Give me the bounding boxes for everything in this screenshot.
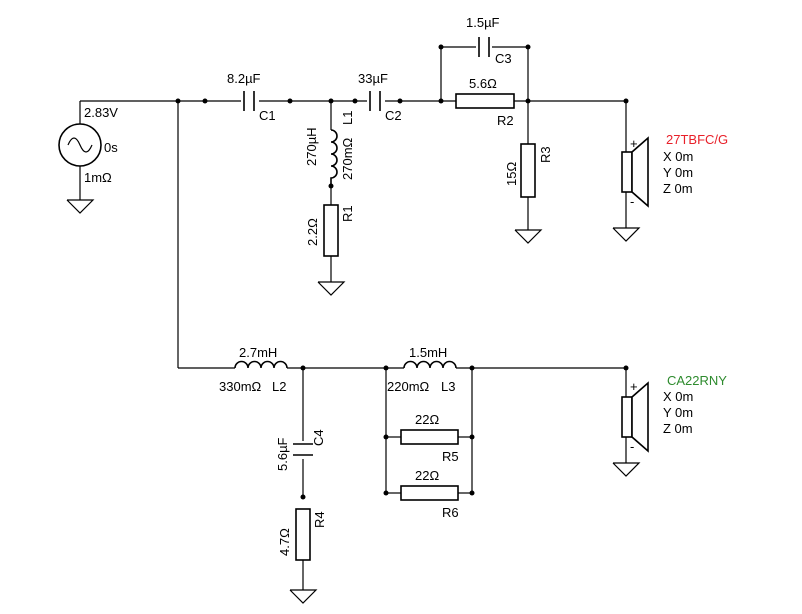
c2-value: 33µF [358,71,388,86]
r4-ref: R4 [312,511,327,528]
resistor-r2[interactable]: 5.6Ω R2 [455,76,515,128]
r1-value: 2.2Ω [305,218,320,246]
source-resistance-label: 1mΩ [84,170,112,185]
resistor-r5[interactable]: 22Ω R5 [400,412,459,464]
ground-icon [612,227,641,242]
ground-icon [612,462,641,477]
inductor-l1[interactable]: 270µH 270mΩ L1 [304,111,355,186]
r6-ref: R6 [442,505,459,520]
c3-value: 1.5µF [466,15,500,30]
inductor-l3[interactable]: 1.5mH 220mΩ L3 [387,345,457,394]
c2-ref: C2 [385,108,402,123]
r6-value: 22Ω [415,468,439,483]
r1-ref: R1 [340,205,355,222]
woofer-z: Z 0m [663,421,693,436]
c1-value: 8.2µF [227,71,261,86]
l3-dcr: 220mΩ [387,379,430,394]
l2-dcr: 330mΩ [219,379,262,394]
l1-value: 270µH [304,127,319,166]
tweeter-x: X 0m [663,149,693,164]
c3-ref: C3 [495,51,512,66]
l2-value: 2.7mH [239,345,277,360]
resistor-r1[interactable]: 2.2Ω R1 [305,204,355,257]
l1-ref: L1 [340,111,355,125]
tweeter-name: 27TBFC/G [666,132,728,147]
resistor-r4[interactable]: 4.7Ω R4 [277,508,327,561]
woofer-x: X 0m [663,389,693,404]
tweeter-z: Z 0m [663,181,693,196]
ground-icon [66,193,95,214]
woofer-plus: + [630,379,638,394]
c4-value: 5.6µF [275,437,290,471]
source-voltage-label: 2.83V [84,105,118,120]
ground-icon [514,229,543,244]
tweeter-y: Y 0m [663,165,693,180]
ground-icon [317,281,346,296]
tweeter-plus: + [630,136,638,151]
capacitor-c3[interactable]: 1.5µF C3 [466,15,512,66]
resistor-r3[interactable]: 15Ω R3 [504,143,553,198]
signal-source[interactable]: 2.83V 0s 1mΩ [58,101,118,214]
woofer-y: Y 0m [663,405,693,420]
woofer-minus: - [630,439,634,454]
c1-ref: C1 [259,108,276,123]
speaker-woofer[interactable]: + - CA22RNY X 0m Y 0m Z 0m [621,373,727,454]
r2-value: 5.6Ω [469,76,497,91]
r5-ref: R5 [442,449,459,464]
r3-ref: R3 [538,146,553,163]
tweeter-minus: - [630,194,634,209]
c4-ref: C4 [311,429,326,446]
l1-dcr: 270mΩ [340,137,355,180]
l2-ref: L2 [272,379,286,394]
capacitor-c4[interactable]: 5.6µF C4 [275,429,326,471]
sine-wave-icon [67,137,93,153]
capacitor-c2[interactable]: 33µF C2 [358,71,402,123]
wires [80,46,627,590]
r4-value: 4.7Ω [277,528,292,556]
woofer-name: CA22RNY [667,373,727,388]
r2-ref: R2 [497,113,514,128]
source-delay-label: 0s [104,140,118,155]
resistor-r6[interactable]: 22Ω R6 [400,468,459,520]
capacitor-c1[interactable]: 8.2µF C1 [227,71,276,123]
speaker-tweeter[interactable]: + - 27TBFC/G X 0m Y 0m Z 0m [621,132,728,209]
l3-ref: L3 [441,379,455,394]
inductor-l2[interactable]: 2.7mH 330mΩ L2 [219,345,288,394]
l3-value: 1.5mH [409,345,447,360]
ground-icon [289,589,318,604]
r3-value: 15Ω [504,162,519,186]
r5-value: 22Ω [415,412,439,427]
